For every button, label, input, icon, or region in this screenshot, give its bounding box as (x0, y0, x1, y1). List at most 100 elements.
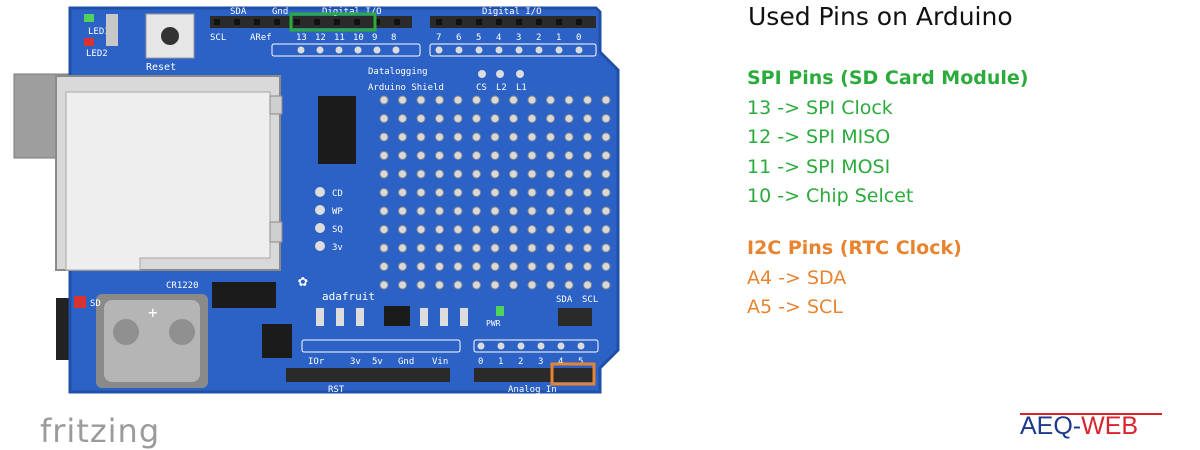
header-pin (274, 19, 280, 25)
spi-line: 10 -> Chip Selcet (747, 185, 914, 207)
proto-pad (490, 95, 500, 105)
aeq-web-logo: AEQ-WEB (1020, 412, 1162, 441)
pad (557, 342, 565, 350)
spi-pins-highlight (289, 12, 377, 32)
proto-pad (509, 151, 518, 160)
proto-pad (472, 169, 481, 179)
proto-pad (583, 132, 592, 142)
header-pin (496, 19, 502, 25)
proto-pad (379, 169, 389, 179)
proto-pad (527, 114, 537, 123)
proto-pad (490, 225, 500, 234)
proto-pad (472, 225, 481, 234)
proto-pad (416, 280, 426, 290)
proto-pad (509, 169, 518, 179)
analog-in-label: Analog In (508, 385, 557, 395)
analog-pin-label: 0 (478, 357, 483, 367)
header-pin (476, 19, 482, 25)
i2c-pins-highlight (550, 362, 596, 386)
proto-pad (527, 225, 537, 234)
proto-pad (509, 132, 518, 142)
proto-pad (601, 95, 611, 105)
proto-pad (601, 280, 611, 290)
proto-pad (564, 151, 574, 160)
crystal (212, 282, 276, 308)
proto-pad (472, 151, 481, 160)
logic-ic (318, 96, 356, 164)
analog-pin-label: 3 (538, 357, 543, 367)
proto-pad (472, 206, 481, 216)
pad (517, 342, 525, 350)
analog-pads-outline (473, 339, 599, 353)
proto-pad (435, 188, 444, 197)
adafruit-label: adafruit (322, 290, 375, 303)
logo-web: WEB (1081, 412, 1139, 440)
led1-indicator (84, 14, 94, 22)
cs-pad (478, 70, 486, 78)
proto-pad (416, 262, 426, 271)
proto-pad (564, 169, 574, 179)
proto-pad (398, 225, 407, 234)
proto-pad (490, 132, 500, 142)
digital-pin-label: 13 (296, 33, 307, 43)
digital-header-left (210, 16, 412, 28)
proto-pad (564, 206, 574, 216)
proto-pad (527, 95, 537, 105)
proto-pad (398, 95, 407, 105)
proto-pad (398, 151, 407, 160)
sda-label: SDA (230, 7, 247, 17)
pad (497, 342, 505, 350)
proto-pad (398, 169, 407, 179)
proto-pad (416, 243, 426, 253)
proto-pad (601, 132, 611, 142)
header-pin (536, 19, 542, 25)
sd-led (74, 296, 86, 308)
proto-pad (527, 206, 537, 216)
proto-pad (583, 114, 592, 123)
proto-pad (453, 225, 463, 234)
proto-pad (416, 206, 426, 216)
l1-label: L1 (516, 83, 527, 93)
analog-pin-label: 1 (498, 357, 503, 367)
proto-pad (490, 188, 500, 197)
cr1220-label: CR1220 (166, 281, 199, 291)
digital-pin-label: 2 (536, 33, 541, 43)
proto-pad (379, 206, 389, 216)
header-pin (394, 19, 400, 25)
digital-pin-label: 7 (436, 33, 441, 43)
proto-pad (527, 243, 537, 253)
pwr-label: PWR (486, 319, 501, 328)
proto-pad (583, 225, 592, 234)
wp-label: WP (332, 207, 343, 217)
proto-pad (435, 280, 444, 290)
proto-pad (509, 95, 518, 105)
spi-line: 13 -> SPI Clock (747, 96, 893, 119)
proto-pad (435, 206, 444, 216)
v3-label: 3v (332, 243, 343, 253)
proto-pad (453, 188, 463, 197)
pad (373, 46, 381, 54)
digital-header-right (430, 16, 596, 28)
gnd-label: Gnd (272, 7, 288, 17)
proto-pad (601, 169, 611, 179)
proto-pad (601, 188, 611, 197)
proto-pad (601, 206, 611, 216)
proto-pad (564, 132, 574, 142)
pad (354, 46, 362, 54)
proto-pad (509, 225, 518, 234)
proto-pad (490, 262, 500, 271)
proto-pad (453, 132, 463, 142)
pad (575, 46, 583, 54)
proto-pad (583, 243, 592, 253)
proto-pad (583, 206, 592, 216)
p3v-label: 3v (350, 357, 361, 367)
rtc-chip (262, 324, 292, 358)
header-pin (294, 19, 300, 25)
proto-pad (601, 262, 611, 271)
proto-pad (472, 114, 481, 123)
proto-pad (435, 151, 444, 160)
proto-pad (379, 243, 389, 253)
proto-pad (546, 114, 555, 123)
datalogging-label: Datalogging (368, 67, 428, 77)
